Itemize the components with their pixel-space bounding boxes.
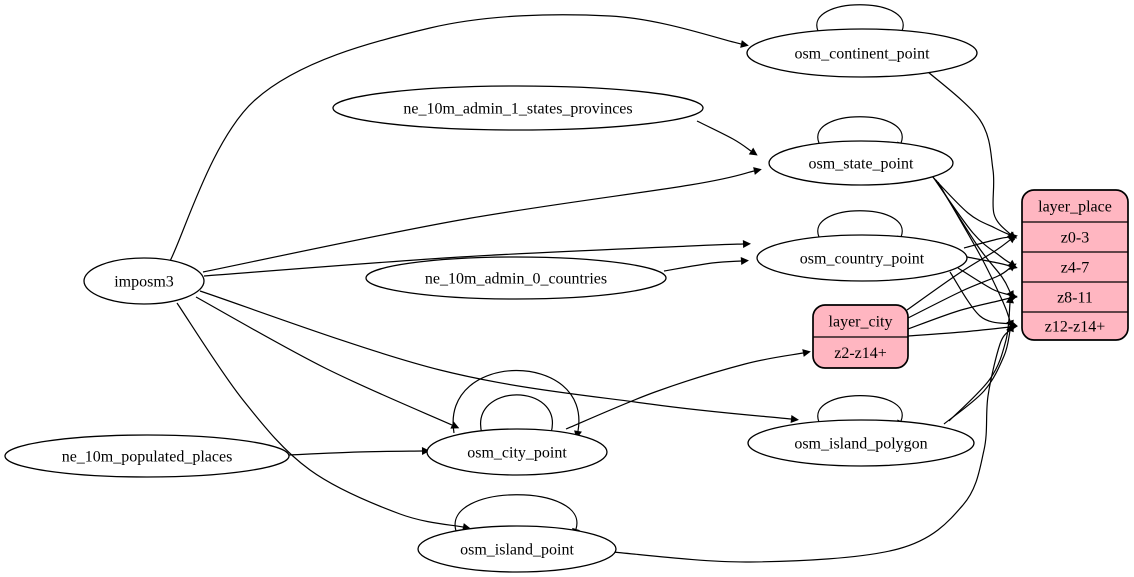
layer_place-shape: [1021, 189, 1129, 341]
node-label: imposm3: [114, 274, 174, 291]
node-label: osm_city_point: [467, 445, 567, 462]
node-label: osm_state_point: [809, 156, 914, 173]
edge-ne_10m_admin_1_states_provinces-to-osm_state_point: [696, 120, 758, 156]
layer_city-row-label: layer_city: [829, 314, 893, 331]
edge-layer_city-to-layer_place.z4-7: [907, 263, 1017, 319]
layer_city-row-label: z2-z14+: [834, 345, 887, 362]
edge-osm_state_point-to-layer_place.z0-3: [929, 173, 1018, 239]
node-imposm3: imposm3: [83, 257, 205, 305]
node-osm_country_point: osm_country_point: [756, 234, 968, 282]
edge-osm_city_point-to-layer_city.z2-z14+: [565, 349, 811, 430]
edge-layer_city-to-layer_place.z12-z14+: [907, 323, 1018, 337]
self-loop-osm_city_point: [480, 394, 555, 441]
edge-osm_island_point-to-layer_place.z12-z14+: [611, 323, 1015, 563]
self-loop-osm_island_point: [454, 494, 580, 537]
imposm3-shape: [83, 257, 205, 305]
edge-layer: [169, 4, 1018, 563]
edge-osm_island_polygon-to-layer_place.z8-11: [948, 295, 1014, 422]
node-label: osm_island_polygon: [794, 436, 927, 453]
edge-imposm3-to-osm_country_point: [203, 240, 751, 277]
ne_10m_admin_1_states_provinces-shape: [332, 85, 704, 131]
edge-imposm3-to-osm_island_point: [176, 302, 471, 531]
osm_island_point-shape: [417, 525, 617, 573]
node-layer: imposm3 ne_10m_admin_1_states_provincesne…: [4, 28, 1129, 573]
self-loop-osm_island_polygon: [817, 395, 905, 429]
edge-osm_continent_point-to-layer_place.z0-3: [926, 70, 1016, 241]
node-osm_island_point: osm_island_point: [417, 525, 617, 573]
node-osm_island_polygon: osm_island_polygon: [747, 419, 975, 467]
node-osm_state_point: osm_state_point: [768, 140, 954, 186]
edge-layer_city-to-layer_place.z0-3: [906, 235, 1017, 311]
edge-osm_state_point-to-layer_place.z12-z14+: [937, 181, 1014, 329]
edge-imposm3-to-osm_state_point: [202, 167, 762, 273]
edge-osm_island_polygon-to-layer_place.z12-z14+: [943, 323, 1014, 425]
node-label: osm_continent_point: [794, 46, 930, 63]
layer_place-row-label: layer_place: [1038, 199, 1112, 216]
node-label: ne_10m_admin_0_countries: [425, 271, 607, 288]
self-loop-osm_city_point: [452, 369, 582, 439]
edge-ne_10m_populated_places-to-osm_city_point: [288, 447, 430, 456]
node-label: osm_country_point: [800, 251, 925, 268]
ne_10m_populated_places-shape: [4, 434, 290, 478]
edge-layer_city-to-layer_place.z8-11: [907, 294, 1018, 330]
node-label: ne_10m_populated_places: [62, 449, 233, 466]
node-label: ne_10m_admin_1_states_provinces: [403, 101, 632, 118]
osm_state_point-shape: [768, 140, 954, 186]
layer_place-row-label: z0-3: [1061, 230, 1089, 247]
edge-osm_country_point-to-layer_place.z8-11: [957, 267, 1018, 299]
node-ne_10m_admin_1_states_provinces: ne_10m_admin_1_states_provinces: [332, 85, 704, 131]
node-osm_city_point: osm_city_point: [426, 428, 608, 476]
node-osm_continent_point: osm_continent_point: [746, 28, 978, 78]
osm_continent_point-shape: [746, 28, 978, 78]
layer_place-row-label: z8-11: [1057, 290, 1093, 307]
edge-imposm3-to-osm_continent_point: [169, 14, 749, 262]
osm_country_point-shape: [756, 234, 968, 282]
node-layer_place: layer_place z0-3 z4-7 z8-11 z12-z14+: [1021, 189, 1129, 341]
node-label: osm_island_point: [460, 542, 574, 559]
layer_place-row-label: z12-z14+: [1045, 319, 1106, 336]
self-loop-osm_state_point: [817, 116, 905, 151]
node-ne_10m_admin_0_countries: ne_10m_admin_0_countries: [365, 256, 667, 300]
osm_island_polygon-shape: [747, 419, 975, 467]
osm_city_point-shape: [426, 428, 608, 476]
layer_place-row-label: z4-7: [1061, 260, 1089, 277]
self-loop-osm_continent_point: [816, 4, 906, 39]
self-loop-osm_country_point: [817, 210, 905, 245]
edge-imposm3-to-osm_city_point: [195, 296, 460, 429]
node-layer_city: layer_city z2-z14+: [812, 304, 909, 369]
ne_10m_admin_0_countries-shape: [365, 256, 667, 300]
edge-imposm3-to-osm_island_polygon: [199, 290, 799, 423]
edge-ne_10m_admin_0_countries-to-osm_country_point: [663, 257, 749, 272]
node-ne_10m_populated_places: ne_10m_populated_places: [4, 434, 290, 478]
edge-osm_country_point-to-layer_place.z12-z14+: [949, 271, 1018, 328]
